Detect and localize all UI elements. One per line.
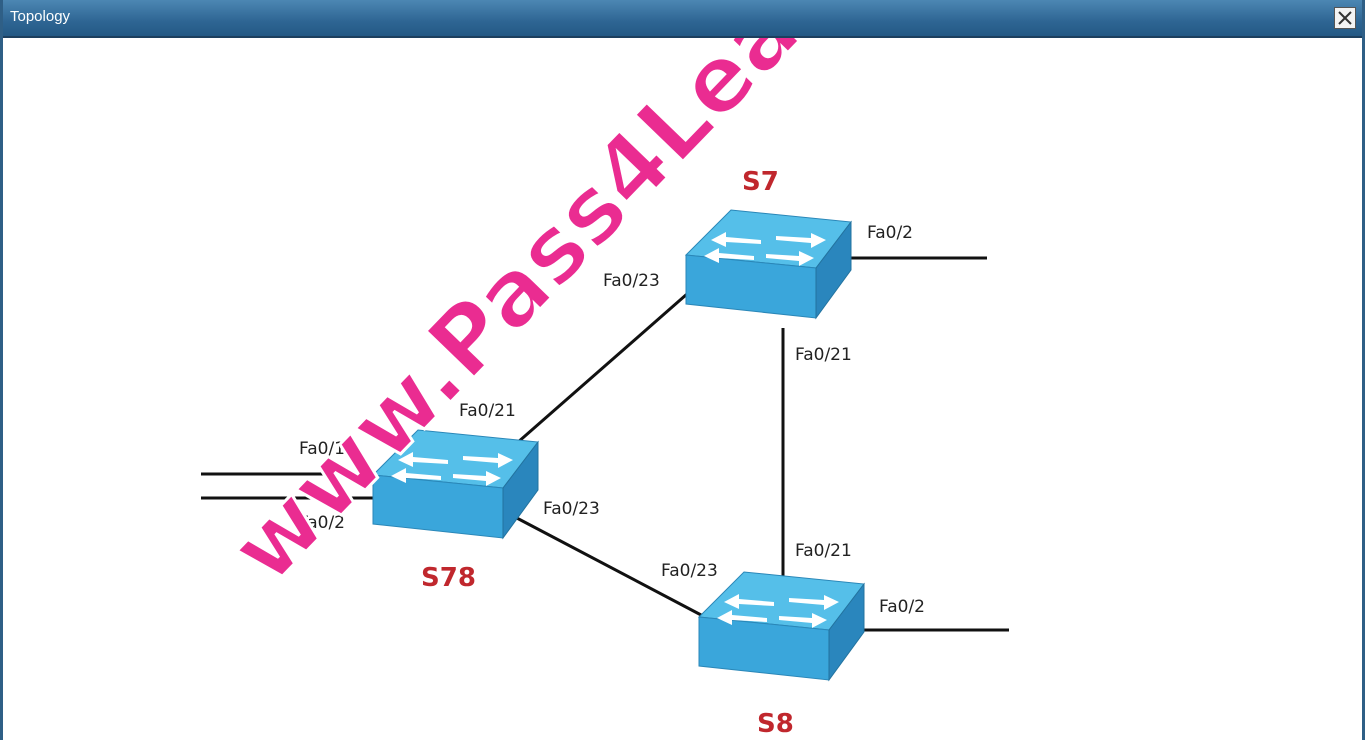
- switch-icon: [685, 209, 852, 319]
- switch-icon: [698, 571, 865, 681]
- title-bar: Topology: [3, 0, 1362, 38]
- port-label: Fa0/21: [795, 541, 852, 561]
- port-label: Fa0/21: [459, 401, 516, 421]
- close-button[interactable]: [1334, 7, 1356, 29]
- port-label: Fa0/2: [879, 597, 925, 617]
- port-label: Fa0/1: [299, 439, 345, 459]
- switch-s7[interactable]: [685, 209, 852, 319]
- switch-label-s8: S8: [757, 709, 794, 739]
- close-icon: [1338, 11, 1352, 25]
- port-label: Fa0/2: [299, 513, 345, 533]
- port-label: Fa0/2: [867, 223, 913, 243]
- window-title: Topology: [10, 8, 71, 25]
- switch-label-s7: S7: [742, 167, 779, 197]
- switch-label-s78: S78: [421, 563, 476, 593]
- link-s78-s8: [512, 514, 704, 618]
- port-label: Fa0/21: [795, 345, 852, 365]
- port-label: Fa0/23: [603, 271, 660, 291]
- topology-canvas: S7 S78 S8 Fa0/2 Fa0/23 Fa0/21 Fa0/21 Fa0…: [3, 0, 1362, 740]
- port-label: Fa0/23: [543, 499, 600, 519]
- link-s78-s7: [508, 292, 688, 452]
- links: [201, 256, 1009, 632]
- port-label: Fa0/23: [661, 561, 718, 581]
- watermark: www.Pass4Lead.com: [210, 38, 1039, 603]
- switch-s8[interactable]: [698, 571, 865, 681]
